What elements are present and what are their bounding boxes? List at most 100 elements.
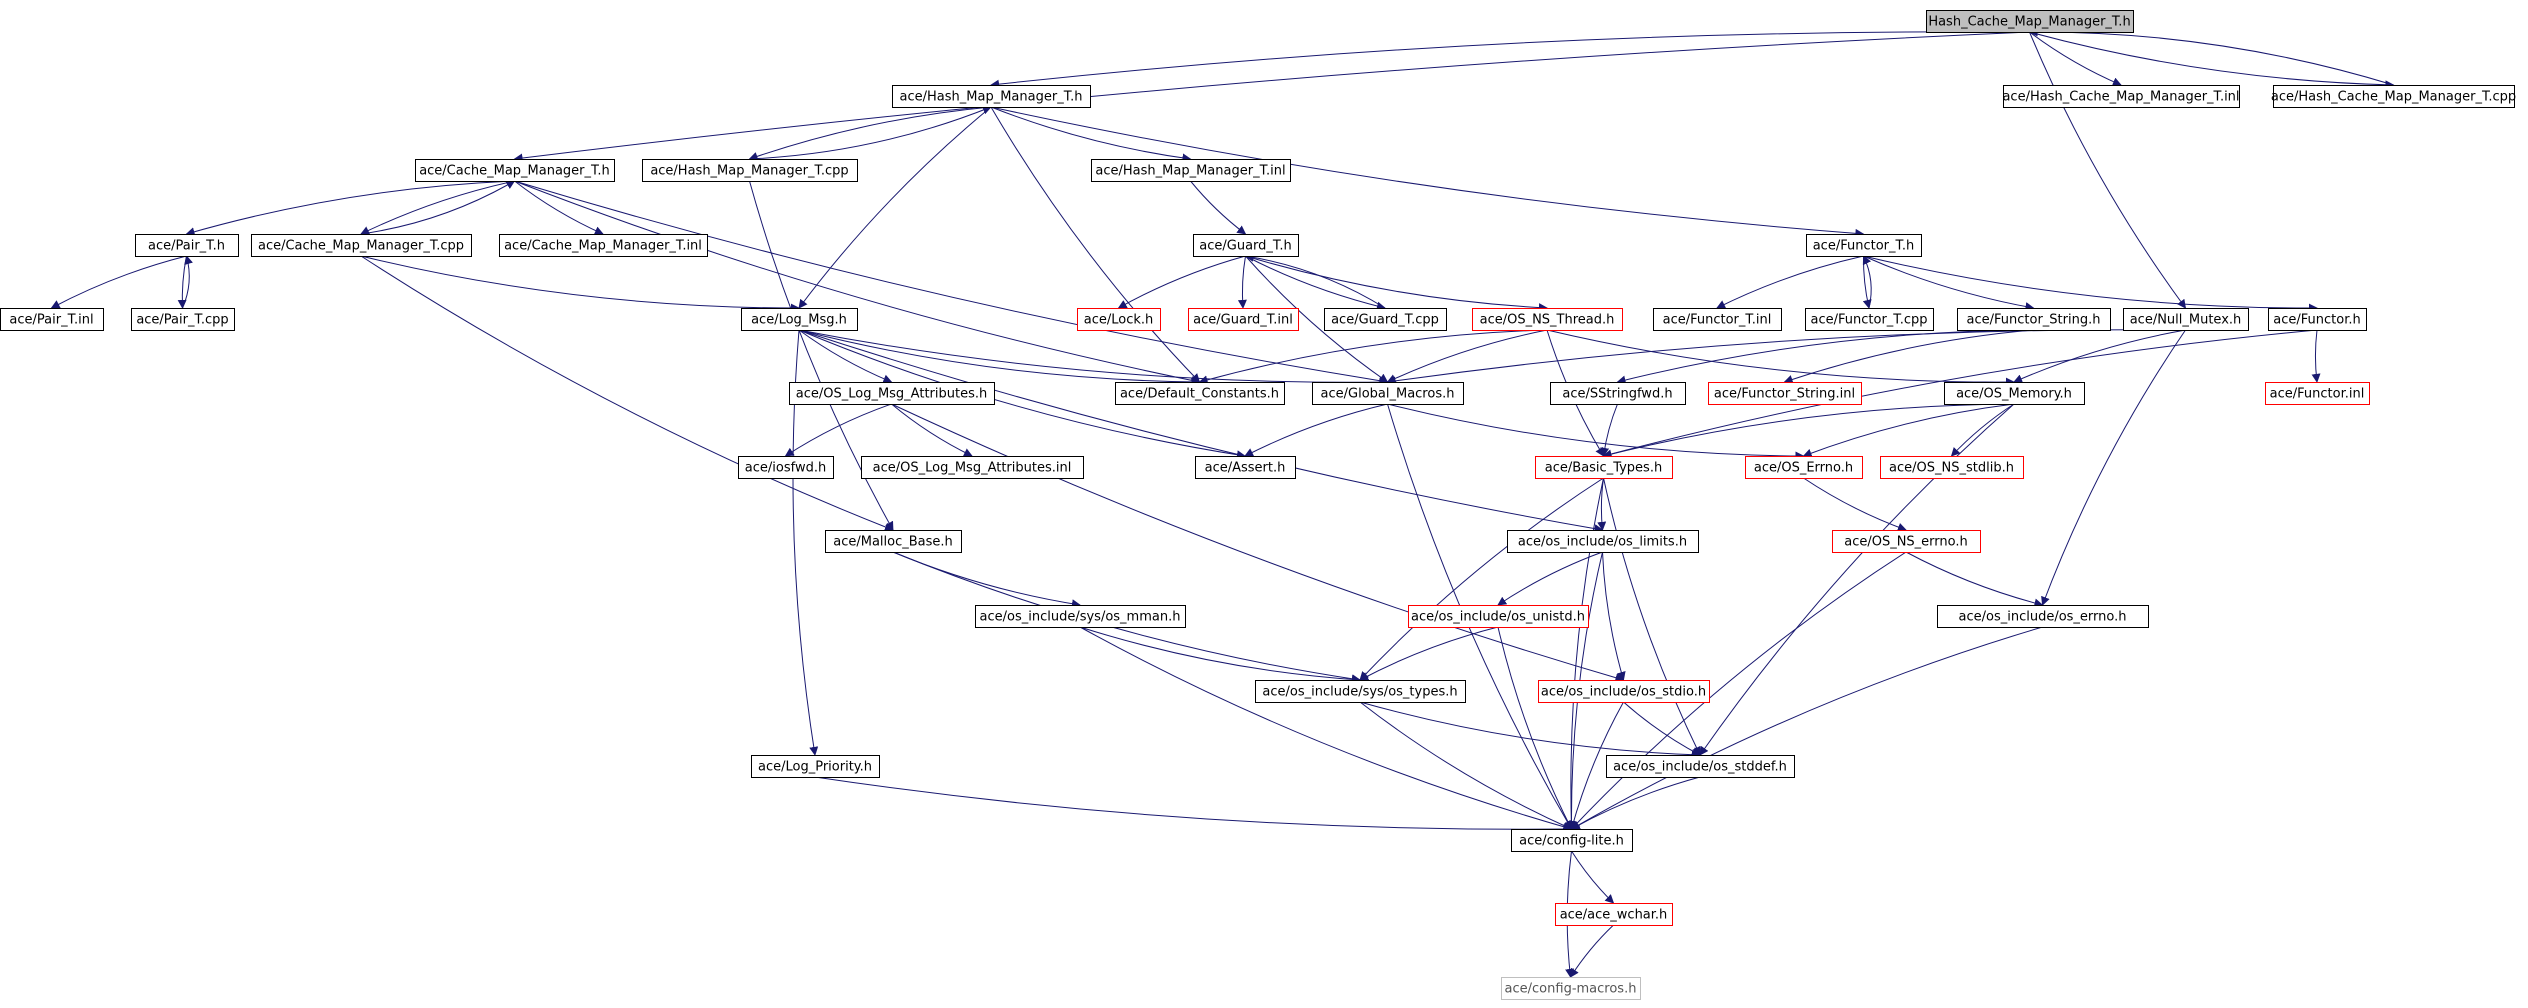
edge-root-to-hcmm_cpp	[2029, 31, 2395, 90]
node-ace-default-constants-h[interactable]: ace/Default_Constants.h	[1115, 382, 1285, 405]
node-ace-os-include-os-unistd-h[interactable]: ace/os_include/os_unistd.h	[1408, 605, 1589, 628]
node-ace-functor-h[interactable]: ace/Functor.h	[2268, 308, 2367, 331]
node-box	[1606, 755, 1795, 778]
node-ace-os-include-sys-os-mman-h[interactable]: ace/os_include/sys/os_mman.h	[975, 605, 1186, 628]
node-label: ace/Log_Priority.h	[758, 760, 872, 775]
edge-os_memory-to-os_errno	[1802, 403, 2015, 458]
node-ace-assert-h[interactable]: ace/Assert.h	[1195, 456, 1296, 479]
edge-hmm_cpp-to-malloc_base	[749, 180, 894, 531]
node-ace-guard-t-cpp[interactable]: ace/Guard_T.cpp	[1324, 308, 1447, 331]
node-box	[1501, 977, 1641, 1000]
node-ace-hash-map-manager-t-inl[interactable]: ace/Hash_Map_Manager_T.inl	[1091, 159, 1291, 182]
node-ace-pair-t-inl[interactable]: ace/Pair_T.inl	[0, 308, 104, 331]
node-ace-os-ns-stdlib-h[interactable]: ace/OS_NS_stdlib.h	[1880, 456, 2024, 479]
edge-sys_types-to-config_lite	[1359, 701, 1573, 830]
edge-os_errno_h-to-config_lite	[1570, 626, 2043, 830]
node-ace-hash-cache-map-manager-t-cpp[interactable]: ace/Hash_Cache_Map_Manager_T.cpp	[2271, 85, 2516, 108]
node-label: ace/Pair_T.h	[148, 239, 225, 254]
node-ace-cache-map-manager-t-inl[interactable]: ace/Cache_Map_Manager_T.inl	[499, 234, 708, 257]
node-box	[0, 308, 104, 331]
edge-guard_h-to-guard_inl	[1237, 255, 1247, 309]
node-label: ace/Hash_Cache_Map_Manager_T.inl	[2002, 90, 2239, 105]
node-ace-os-include-sys-os-types-h[interactable]: ace/os_include/sys/os_types.h	[1255, 680, 1466, 703]
edge-basic_types-to-os_stddef	[1603, 477, 1701, 756]
node-ace-os-include-os-stdio-h[interactable]: ace/os_include/os_stdio.h	[1538, 680, 1710, 703]
node-box	[2273, 85, 2515, 108]
node-box	[1472, 308, 1623, 331]
node-ace-log-msg-h[interactable]: ace/Log_Msg.h	[741, 308, 858, 331]
node-ace-pair-t-cpp[interactable]: ace/Pair_T.cpp	[131, 308, 235, 331]
node-ace-guard-t-h[interactable]: ace/Guard_T.h	[1193, 234, 1299, 257]
node-ace-hash-map-manager-t-h[interactable]: ace/Hash_Map_Manager_T.h	[892, 85, 1091, 108]
node-ace-sstringfwd-h[interactable]: ace/SStringfwd.h	[1550, 382, 1686, 405]
node-ace-global-macros-h[interactable]: ace/Global_Macros.h	[1312, 382, 1464, 405]
node-ace-malloc-base-h[interactable]: ace/Malloc_Base.h	[825, 530, 962, 553]
node-ace-functor-t-inl[interactable]: ace/Functor_T.inl	[1653, 308, 1782, 331]
node-ace-guard-t-inl[interactable]: ace/Guard_T.inl	[1188, 308, 1299, 331]
edge-functor_h-to-basic_types	[1602, 329, 2318, 459]
node-ace-iosfwd-h[interactable]: ace/iosfwd.h	[738, 456, 834, 479]
node-ace-os-log-msg-attributes-h[interactable]: ace/OS_Log_Msg_Attributes.h	[789, 382, 995, 405]
node-layer: Hash_Cache_Map_Manager_T.hace/Hash_Map_M…	[0, 10, 2516, 1000]
node-ace-cache-map-manager-t-h[interactable]: ace/Cache_Map_Manager_T.h	[415, 159, 615, 182]
node-ace-functor-inl[interactable]: ace/Functor.inl	[2265, 382, 2370, 405]
node-ace-null-mutex-h[interactable]: ace/Null_Mutex.h	[2123, 308, 2249, 331]
node-ace-config-macros-h[interactable]: ace/config-macros.h	[1501, 977, 1641, 1000]
node-ace-hash-cache-map-manager-t-inl[interactable]: ace/Hash_Cache_Map_Manager_T.inl	[2002, 85, 2240, 108]
node-ace-ace-wchar-h[interactable]: ace/ace_wchar.h	[1555, 903, 1673, 926]
edge-log_msg-to-assert_h	[798, 329, 1246, 460]
node-ace-os-memory-h[interactable]: ace/OS_Memory.h	[1944, 382, 2085, 405]
edge-log_msg-to-os_log_attr_h	[798, 329, 893, 384]
node-label: ace/Hash_Map_Manager_T.cpp	[650, 164, 848, 179]
node-ace-functor-string-h[interactable]: ace/Functor_String.h	[1957, 308, 2111, 331]
node-label: ace/iosfwd.h	[745, 461, 826, 476]
node-ace-os-log-msg-attributes-inl[interactable]: ace/OS_Log_Msg_Attributes.inl	[861, 456, 1084, 479]
node-label: ace/Functor_T.inl	[1663, 313, 1772, 328]
node-label: ace/OS_NS_Thread.h	[1480, 313, 1615, 328]
edge-layer	[50, 27, 2395, 978]
node-ace-hash-map-manager-t-cpp[interactable]: ace/Hash_Map_Manager_T.cpp	[642, 159, 858, 182]
edge-functor_t_h-to-functor_t_inl	[1716, 255, 1864, 309]
node-ace-os-include-os-stddef-h[interactable]: ace/os_include/os_stddef.h	[1606, 755, 1795, 778]
edge-log_msg-to-default_constants	[798, 329, 1201, 387]
node-ace-log-priority-h[interactable]: ace/Log_Priority.h	[751, 755, 880, 778]
edge-hcmm_cpp-to-root	[2028, 27, 2394, 86]
node-box	[1880, 456, 2024, 479]
node-ace-config-lite-h[interactable]: ace/config-lite.h	[1511, 829, 1633, 852]
edge-functor_string_h-to-functor_string_inl	[1783, 329, 2034, 384]
edge-os_ns_errno-to-os_errno_h	[1905, 551, 2044, 608]
node-box	[1937, 605, 2149, 628]
node-ace-os-include-os-limits-h[interactable]: ace/os_include/os_limits.h	[1507, 530, 1699, 553]
node-ace-cache-map-manager-t-cpp[interactable]: ace/Cache_Map_Manager_T.cpp	[251, 234, 472, 257]
node-label: ace/Guard_T.h	[1199, 239, 1291, 254]
edge-log_msg-to-global_macros	[798, 329, 1389, 387]
edge-cmm_h-to-cmm_inl	[514, 180, 604, 235]
node-label: ace/Log_Msg.h	[751, 313, 847, 328]
node-box	[892, 85, 1091, 108]
node-ace-functor-t-h[interactable]: ace/Functor_T.h	[1806, 234, 1922, 257]
node-ace-os-include-os-errno-h[interactable]: ace/os_include/os_errno.h	[1937, 605, 2149, 628]
node-ace-functor-t-cpp[interactable]: ace/Functor_T.cpp	[1805, 308, 1934, 331]
edge-hmm_h-to-hmm_cpp	[748, 106, 992, 161]
node-label: ace/Assert.h	[1205, 461, 1286, 476]
node-box	[2268, 308, 2367, 331]
node-ace-functor-string-inl[interactable]: ace/Functor_String.inl	[1708, 382, 1862, 405]
edge-os_unistd-to-config_lite	[1497, 626, 1572, 830]
node-label: ace/Null_Mutex.h	[2130, 313, 2242, 328]
edge-cmm_cpp-to-malloc_base	[360, 255, 894, 532]
node-ace-os-ns-thread-h[interactable]: ace/OS_NS_Thread.h	[1472, 308, 1623, 331]
node-ace-os-ns-errno-h[interactable]: ace/OS_NS_errno.h	[1832, 530, 1981, 553]
node-ace-lock-h[interactable]: ace/Lock.h	[1077, 308, 1161, 331]
node-box	[738, 456, 834, 479]
node-ace-os-errno-h[interactable]: ace/OS_Errno.h	[1745, 456, 1863, 479]
node-label: ace/Cache_Map_Manager_T.cpp	[258, 239, 464, 254]
node-ace-basic-types-h[interactable]: ace/Basic_Types.h	[1535, 456, 1673, 479]
node-ace-pair-t-h[interactable]: ace/Pair_T.h	[135, 234, 239, 257]
node-box	[1555, 903, 1673, 926]
node-label: ace/Hash_Map_Manager_T.h	[900, 90, 1083, 105]
edge-functor_string_h-to-sstringfwd	[1616, 329, 2034, 385]
edge-os_errno-to-os_ns_errno	[1803, 477, 1907, 532]
edge-basic_types-to-config_lite	[1566, 477, 1604, 830]
edge-guard_h-to-guard_cpp	[1245, 255, 1386, 311]
